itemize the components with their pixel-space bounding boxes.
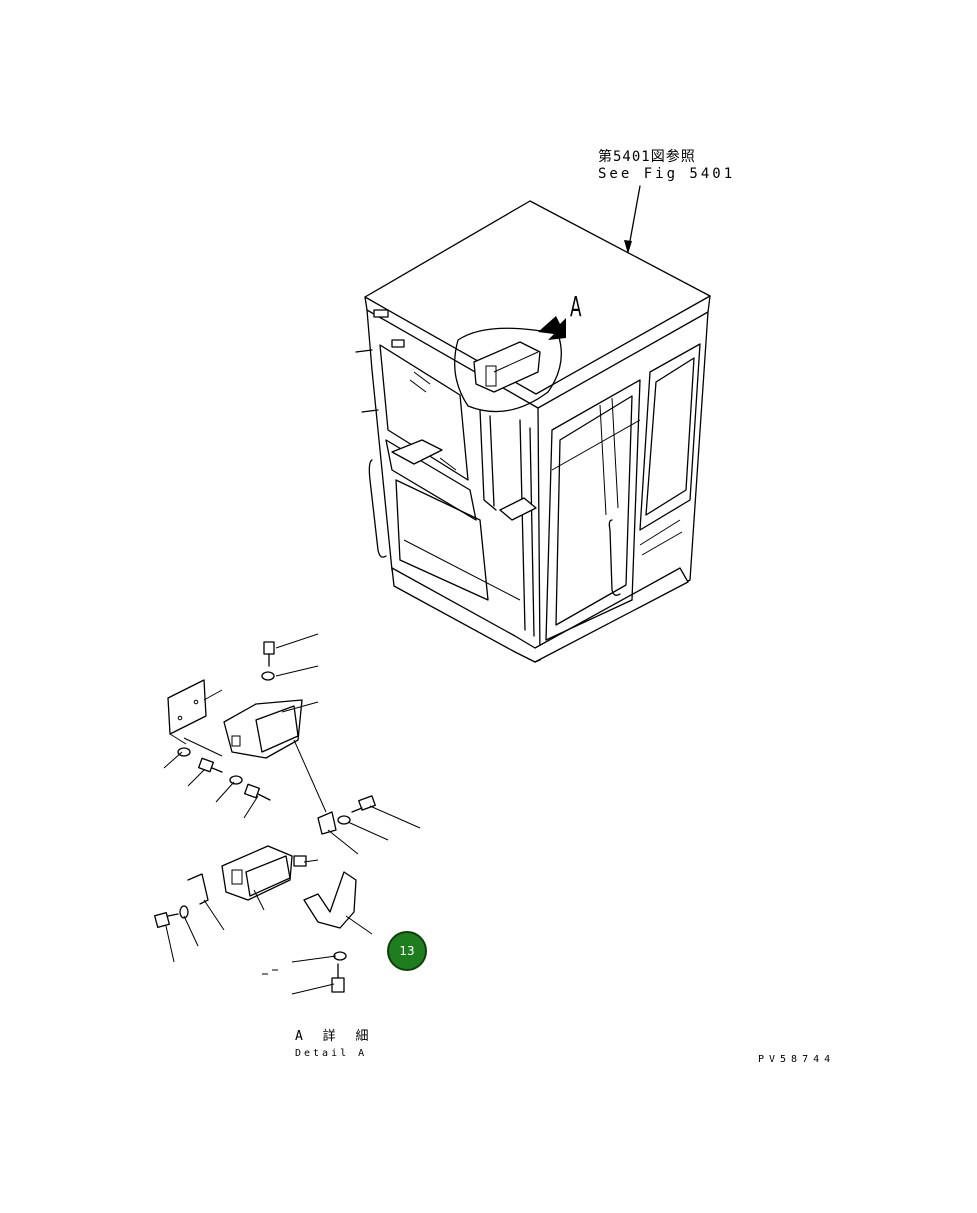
item-number-badge[interactable]: 13 [387,931,427,971]
reference-label-japanese: 第5401図参照 [598,149,696,165]
view-a-label: A [570,290,582,323]
detail-label-english: Detail A [295,1048,368,1059]
view-a-arrow [538,316,566,340]
reference-leader [624,185,641,254]
detail-a-parts [154,633,421,995]
cab-frame [355,200,711,663]
detail-label-japanese: A 詳 細 [295,1029,375,1044]
part-number-label: PV58744 [758,1054,836,1065]
reference-label-english: See Fig 5401 [598,166,736,182]
